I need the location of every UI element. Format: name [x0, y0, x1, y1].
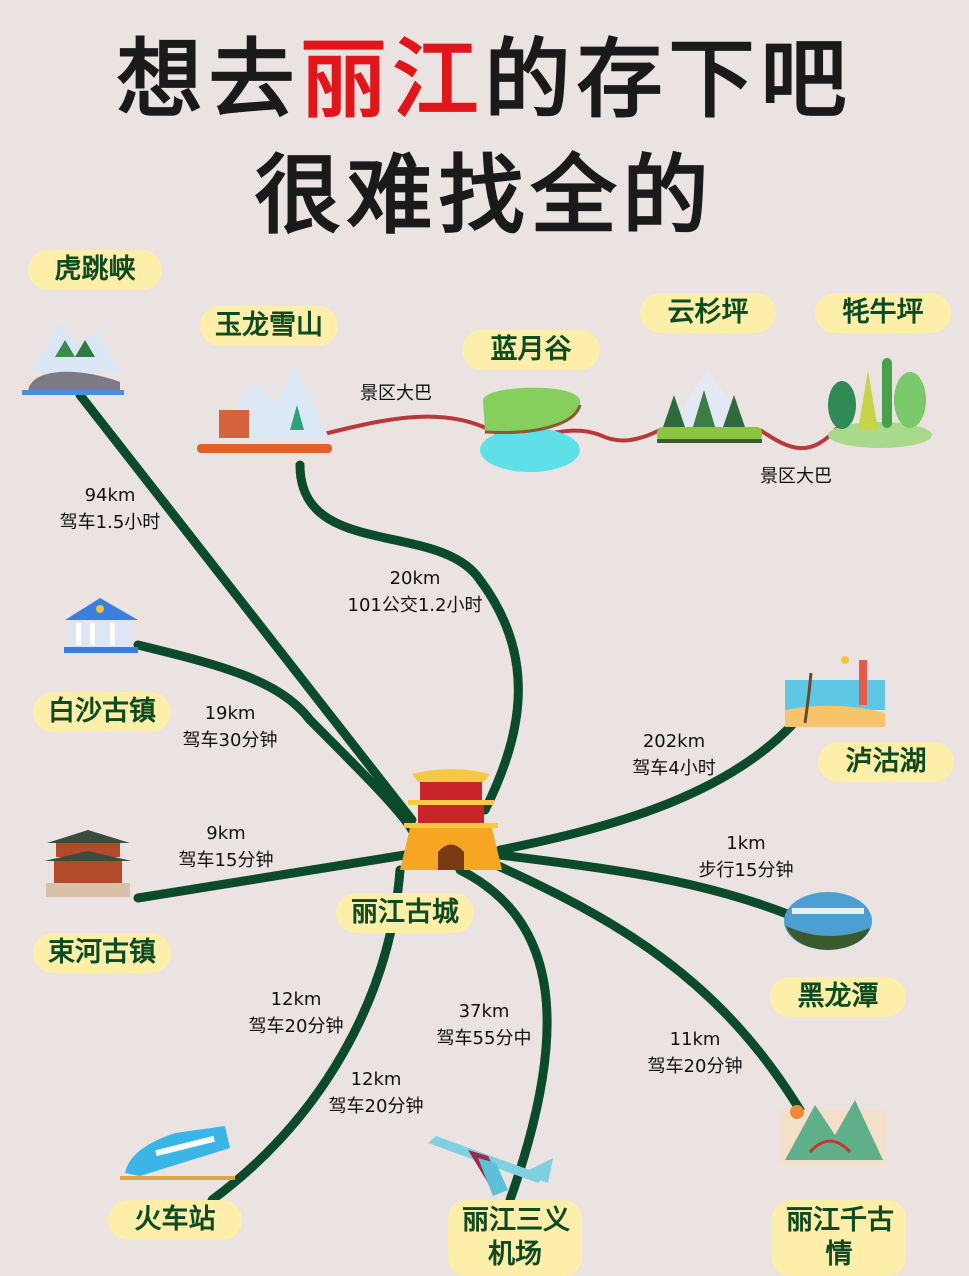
baisha-town-icon: [64, 598, 138, 653]
airport-plane-icon: [428, 1136, 553, 1196]
shuhe-town-icon: [44, 830, 132, 897]
route-hutiaoxia: [75, 390, 417, 825]
headline-highlight: 丽江: [300, 30, 485, 130]
yak-meadow-icon: [828, 358, 932, 448]
headline-line-1: 想去丽江的存下吧: [0, 30, 969, 130]
route-qiangu: [480, 855, 805, 1115]
pill-shuhe-town[interactable]: 束河古镇: [33, 933, 171, 973]
scenic-bus-label-1: 景区大巴: [360, 383, 432, 404]
route-shuhe: [133, 850, 410, 903]
headline-suffix: 的存下吧: [484, 30, 853, 130]
spruce-meadow-icon: [657, 370, 762, 443]
pill-yunshanping[interactable]: 云杉坪: [640, 293, 776, 333]
route-baisha: [133, 640, 417, 835]
pill-airport[interactable]: 丽江三义机场: [448, 1200, 582, 1276]
route-lugu: [495, 720, 797, 855]
lijiang-old-town-gate-icon: [400, 769, 502, 870]
pill-lugu-lake[interactable]: 泸沽湖: [818, 742, 954, 782]
pill-yulong-snow-mountain[interactable]: 玉龙雪山: [200, 306, 338, 346]
pill-heilongtan[interactable]: 黑龙潭: [770, 977, 906, 1017]
black-dragon-pool-icon: [784, 892, 872, 950]
pill-train-station[interactable]: 火车站: [108, 1200, 242, 1240]
pill-hutiaoxia[interactable]: 虎跳峡: [28, 250, 162, 290]
route-heilongtan: [495, 850, 795, 920]
lugu-lake-icon: [785, 656, 885, 727]
route-airport: [455, 865, 552, 1205]
pill-qiangu[interactable]: 丽江千古情: [772, 1200, 906, 1276]
pill-maoniuping[interactable]: 牦牛坪: [815, 293, 951, 333]
tiger-leaping-gorge-icon: [22, 322, 124, 395]
blue-moon-valley-icon: [480, 387, 582, 472]
scenic-bus-label-2: 景区大巴: [760, 466, 832, 487]
lijiang-qiangu-show-icon: [780, 1100, 885, 1165]
pill-lanyuegu[interactable]: 蓝月谷: [462, 330, 600, 370]
jade-dragon-snow-mountain-icon: [197, 365, 332, 453]
headline-line-2: 很难找全的: [254, 146, 715, 246]
headline-prefix: 想去: [116, 30, 301, 130]
pill-lijiang-old-town[interactable]: 丽江古城: [336, 893, 474, 933]
pill-baisha-town[interactable]: 白沙古镇: [33, 692, 171, 732]
train-station-icon: [120, 1126, 235, 1180]
route-yulong: [295, 460, 523, 815]
